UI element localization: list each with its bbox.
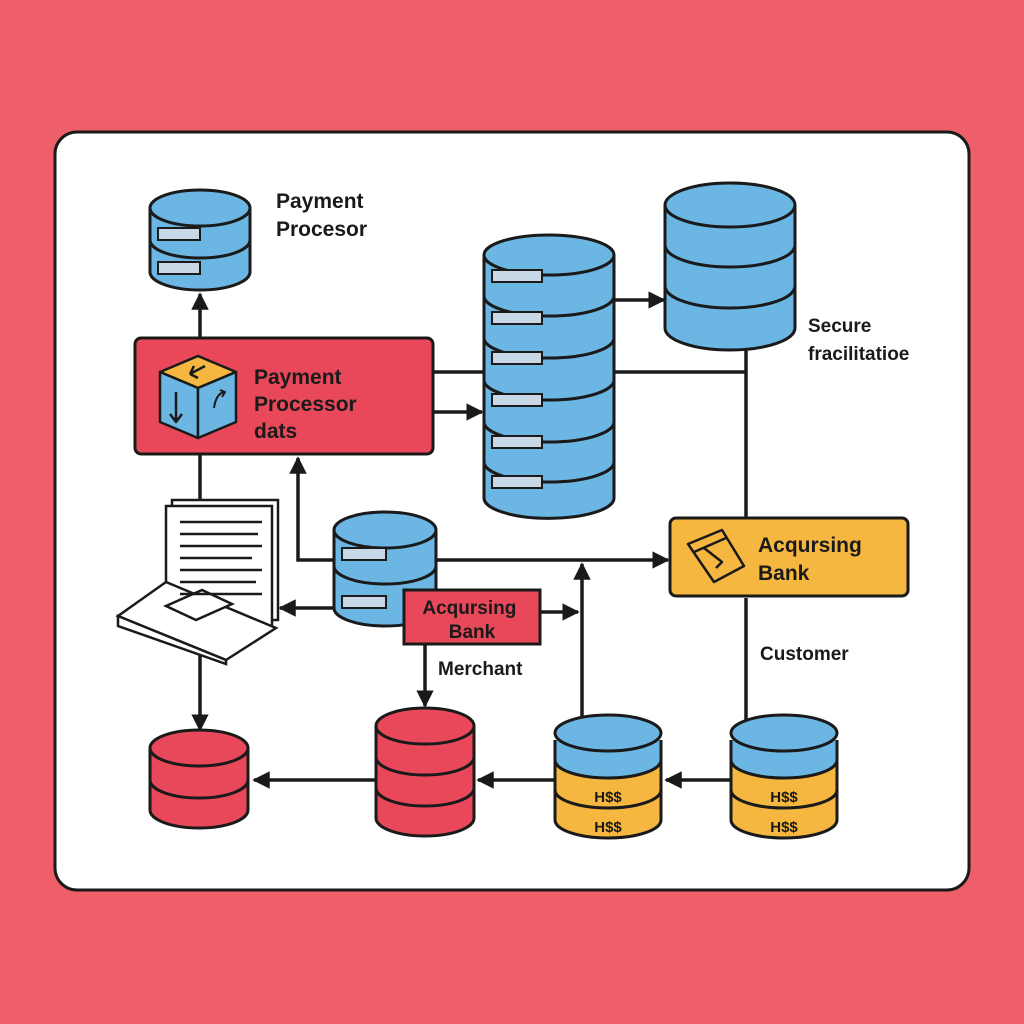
coin-label: H$$ (594, 789, 622, 806)
laptop-icon (115, 498, 280, 666)
coin-label: H$$ (770, 819, 798, 836)
wallet-icon (686, 528, 746, 584)
database-bottom-middle (374, 706, 476, 838)
arrow-mid-db-to-processor (289, 456, 334, 562)
cube-icon (158, 354, 238, 440)
label-payment-procesor: Payment Procesor (276, 190, 369, 241)
connectors (191, 291, 748, 789)
coin-label: H$$ (594, 819, 622, 836)
acquiring-bank-label: Acqursing Bank (758, 534, 868, 585)
database-top-right (663, 181, 797, 352)
label-merchant: Merchant (438, 659, 523, 680)
database-bottom-left (148, 728, 250, 830)
label-secure-facilitation: Secure fracilitatioe (808, 316, 909, 365)
acquiring-bank-small-label: Acqursing Bank (422, 598, 521, 643)
acquiring-bank-node: Acqursing Bank (668, 516, 910, 598)
payment-processor-label: Payment Processor dats (254, 366, 363, 443)
database-yellow-left (553, 713, 663, 840)
database-top-left (148, 188, 252, 292)
database-stack-center (482, 233, 616, 520)
label-customer: Customer (760, 644, 849, 665)
coin-label: H$$ (770, 789, 798, 806)
payment-processor-node: Payment Processor dats (133, 336, 435, 456)
acquiring-bank-small-node: Acqursing Bank (402, 588, 542, 646)
database-yellow-right (729, 713, 839, 840)
